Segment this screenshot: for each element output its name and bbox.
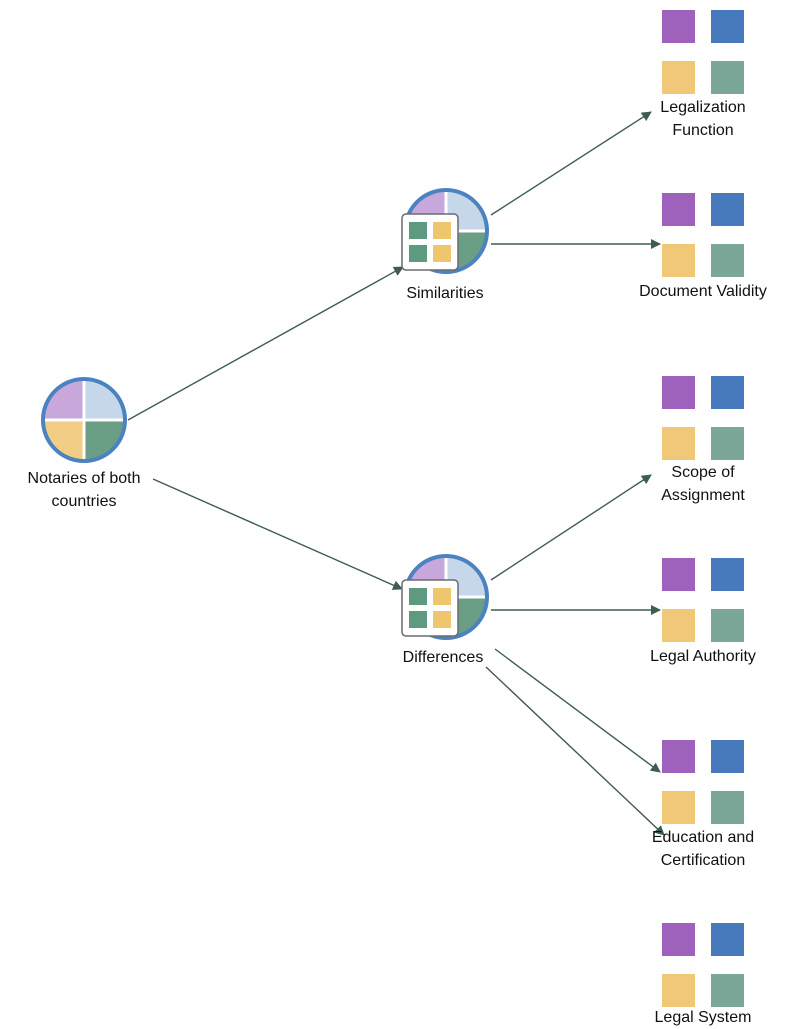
edge-similarities-legalization bbox=[490, 111, 652, 216]
node-label-education-and-certification[interactable]: Education and Certification bbox=[652, 826, 754, 872]
node-label-similarities[interactable]: Similarities bbox=[406, 285, 484, 302]
node-label-differences[interactable]: Differences bbox=[402, 649, 484, 666]
attribute-value-icon[interactable] bbox=[662, 193, 744, 277]
node-label-education-line1: Education and bbox=[651, 829, 755, 846]
node-label-legal-system[interactable]: Legal System bbox=[654, 1009, 752, 1026]
node-label-document-validity[interactable]: Document Validity bbox=[639, 283, 767, 300]
node-label-root-line1: Notaries of both bbox=[27, 470, 141, 487]
node-label-scope-line2: Assignment bbox=[661, 487, 745, 504]
edge-differences-legal-system bbox=[485, 666, 665, 836]
node-label-legalization-function[interactable]: Legalization Function bbox=[660, 96, 745, 142]
edges bbox=[127, 111, 665, 836]
node-label-legalization-line1: Legalization bbox=[660, 99, 746, 116]
attribute-value-icon[interactable] bbox=[662, 740, 744, 824]
case-node-icon[interactable] bbox=[41, 377, 127, 463]
case-classification-icon[interactable] bbox=[401, 554, 489, 640]
node-label-legalization-line2: Function bbox=[672, 122, 734, 139]
attribute-value-icon[interactable] bbox=[662, 558, 744, 642]
edge-root-differences bbox=[152, 478, 403, 590]
attribute-value-icon[interactable] bbox=[662, 376, 744, 460]
case-classification-icon[interactable] bbox=[401, 188, 489, 274]
node-label-scope-line1: Scope of bbox=[671, 464, 735, 481]
attribute-value-icon[interactable] bbox=[662, 10, 744, 94]
node-label-scope-of-assignment[interactable]: Scope of Assignment bbox=[661, 461, 745, 507]
node-label-root[interactable]: Notaries of both countries bbox=[28, 467, 141, 513]
edge-root-similarities bbox=[127, 266, 404, 421]
edge-differences-education bbox=[494, 648, 661, 773]
node-label-root-line2: countries bbox=[51, 493, 117, 510]
node-label-education-line2: Certification bbox=[660, 852, 746, 869]
node-label-legal-authority[interactable]: Legal Authority bbox=[650, 648, 756, 665]
edge-differences-scope bbox=[490, 474, 652, 581]
attribute-value-icon[interactable] bbox=[662, 923, 744, 1007]
